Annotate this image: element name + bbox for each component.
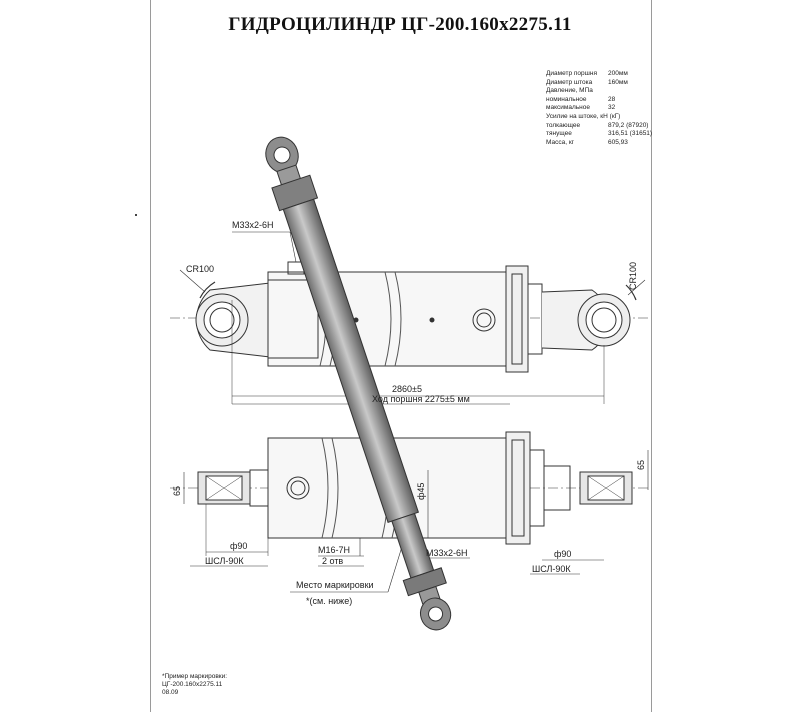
spec-label: Диаметр штока [546, 78, 593, 86]
spec-value: 28 [608, 95, 616, 103]
footnote-line-1: *Пример маркировки: [162, 673, 228, 680]
spec-label: тянущее [546, 130, 572, 138]
marking-footnote: *Пример маркировки: ЦГ-200.160х2275.11 0… [162, 673, 227, 697]
spec-label: Диаметр поршня [546, 70, 597, 77]
spec-value: 316,51 (31651) [608, 130, 653, 138]
spec-row: тянущее 316,51 (31651) [546, 130, 653, 139]
spec-label: Масса, кг [546, 138, 575, 146]
spec-row: Усилие на штоке, кН (кГ) [546, 113, 646, 122]
bearing-right-label: ШСЛ-90К [532, 564, 571, 574]
spec-row: толкающее 879,2 (87920) [546, 121, 649, 131]
spec-value: 32 [608, 104, 616, 112]
length-label: 2860±5 [392, 384, 422, 394]
bearing-left-label: ШСЛ-90К [205, 556, 244, 566]
footnote-line-2: ЦГ-200.160х2275.11 [162, 681, 223, 688]
spec-label: толкающее [546, 121, 581, 129]
spec-value: 200мм [608, 70, 628, 77]
radius-left-label: СR100 [186, 264, 214, 274]
spec-row: номинальное 28 [546, 96, 646, 105]
drawing-title: ГИДРОЦИЛИНДР ЦГ-200.160х2275.11 [228, 14, 572, 35]
top-view [170, 231, 650, 405]
bore-left-label: ф90 [230, 541, 247, 551]
spec-row: Диаметр штока 160мм [546, 79, 646, 88]
footnote-line-3: 08.09 [162, 689, 179, 696]
spec-row: Диаметр поршня 200мм [546, 70, 646, 79]
radius-right-label: СR100 [628, 262, 638, 290]
thread-bottom-label: М33х2-6Н [426, 548, 468, 558]
bore-right-label: ф90 [554, 549, 571, 559]
marking-place-label: Место маркировки [296, 580, 374, 590]
marking-note-label: *(см. ниже) [306, 596, 352, 606]
stroke-label: Ход поршня 2275±5 мм [372, 394, 470, 404]
spec-row: максимальное 32 [546, 104, 646, 113]
thread-m16-label: М16-7Н [318, 545, 350, 555]
spec-value: 160мм [608, 78, 628, 86]
spec-label: номинальное [546, 95, 587, 103]
thread-top-label: М33х2-6Н [232, 220, 274, 230]
stray-mark [135, 214, 137, 216]
spec-label: максимальное [546, 104, 590, 112]
diam-left-label: 65 [172, 486, 182, 496]
spec-row: Давление, МПа [546, 87, 646, 96]
diam-right-label: 65 [636, 460, 646, 470]
rod-diam-label: ф45 [416, 483, 426, 500]
holes-label: 2 отв [322, 556, 343, 566]
spec-value: 879,2 (87920) [608, 121, 649, 129]
spec-label: Усилие на штоке, кН (кГ) [546, 112, 621, 120]
cylinder-3d-view [265, 136, 452, 631]
spec-label: Давление, МПа [546, 87, 593, 95]
spec-value: 605,93 [608, 138, 628, 146]
spec-row: Масса, кг 605,93 [546, 139, 646, 148]
